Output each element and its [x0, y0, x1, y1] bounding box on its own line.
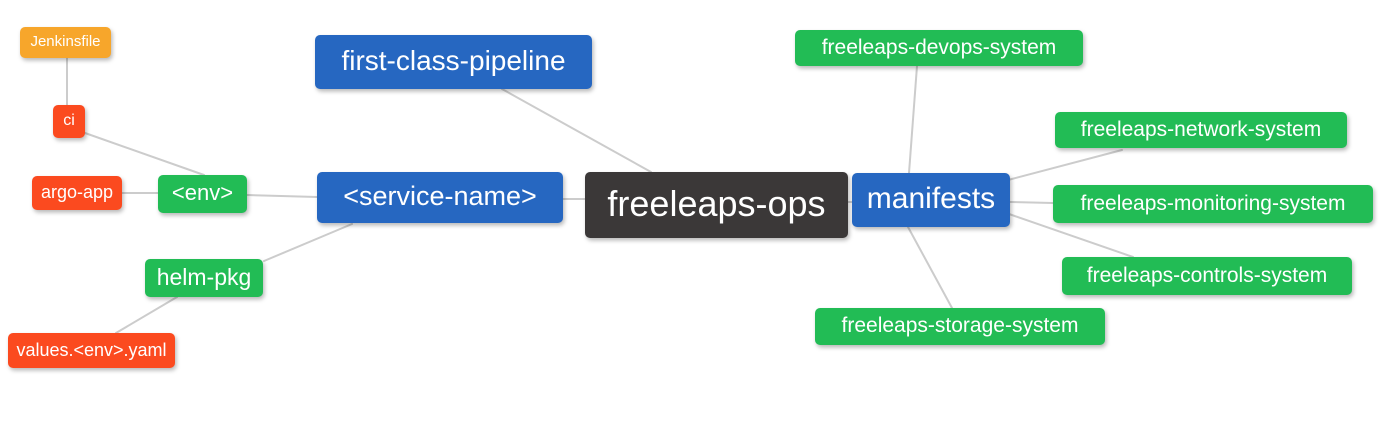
node-freeleaps-network-system[interactable]: freeleaps-network-system — [1055, 112, 1347, 148]
node-label: values.<env>.yaml — [16, 339, 167, 360]
edge-first-class-pipeline-to-freeleaps-ops — [501, 88, 652, 173]
edge-ci-to-env — [84, 132, 205, 176]
edge-helm-pkg-to-values-env-yaml — [115, 296, 178, 334]
node-ci[interactable]: ci — [53, 105, 85, 138]
node-label: freeleaps-controls-system — [1086, 263, 1328, 287]
node-freeleaps-ops[interactable]: freeleaps-ops — [585, 172, 848, 238]
node-label: argo-app — [40, 182, 114, 202]
node-freeleaps-controls-system[interactable]: freeleaps-controls-system — [1062, 257, 1352, 295]
node-label: ci — [63, 111, 75, 129]
node-jenkinsfile[interactable]: Jenkinsfile — [20, 27, 111, 58]
node-label: Jenkinsfile — [30, 33, 101, 50]
node-freeleaps-storage-system[interactable]: freeleaps-storage-system — [815, 308, 1105, 345]
node-label: first-class-pipeline — [341, 45, 566, 76]
node-label: freeleaps-storage-system — [841, 314, 1079, 337]
node-argo-app[interactable]: argo-app — [32, 176, 122, 210]
node-label: freeleaps-ops — [607, 183, 826, 224]
edge-manifests-to-freeleaps-storage-system — [907, 226, 953, 309]
node-label: freeleaps-devops-system — [821, 35, 1057, 59]
node-first-class-pipeline[interactable]: first-class-pipeline — [315, 35, 592, 89]
node-label: freeleaps-network-system — [1080, 117, 1322, 141]
node-service-name[interactable]: <service-name> — [317, 172, 563, 223]
node-label: <service-name> — [343, 181, 537, 211]
edge-manifests-to-freeleaps-devops-system — [908, 65, 918, 174]
node-helm-pkg[interactable]: helm-pkg — [145, 259, 263, 297]
node-label: <env> — [171, 180, 234, 205]
edge-manifests-to-freeleaps-network-system — [1007, 149, 1123, 181]
node-manifests[interactable]: manifests — [852, 173, 1010, 227]
node-label: manifests — [866, 182, 996, 215]
edge-service-name-to-helm-pkg — [263, 223, 353, 262]
edge-env-to-service-name — [246, 194, 318, 198]
node-freeleaps-devops-system[interactable]: freeleaps-devops-system — [795, 30, 1083, 66]
node-label: freeleaps-monitoring-system — [1080, 191, 1346, 215]
node-values-env-yaml[interactable]: values.<env>.yaml — [8, 333, 175, 368]
node-env[interactable]: <env> — [158, 175, 247, 213]
edge-manifests-to-freeleaps-monitoring-system — [1009, 201, 1054, 204]
node-label: helm-pkg — [156, 263, 252, 290]
node-freeleaps-monitoring-system[interactable]: freeleaps-monitoring-system — [1053, 185, 1373, 223]
